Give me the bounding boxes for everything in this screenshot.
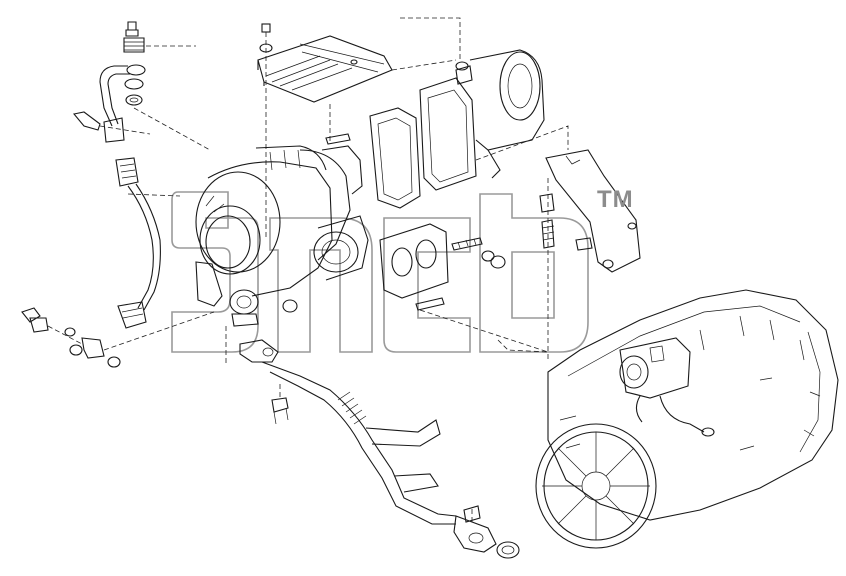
heat-shield xyxy=(257,17,461,240)
oil-feed-line-assembly xyxy=(72,21,161,329)
mounting-bracket xyxy=(539,149,641,360)
oil-drain-pipe xyxy=(239,339,520,559)
leader-lines xyxy=(99,45,549,353)
turbocharger xyxy=(195,145,369,364)
exhaust-brake-valve xyxy=(419,49,569,191)
banjo-fitting-left xyxy=(21,307,215,368)
trademark-mark: TM xyxy=(597,186,634,213)
transmission-housing xyxy=(535,289,839,549)
gaskets-and-studs xyxy=(325,107,549,353)
